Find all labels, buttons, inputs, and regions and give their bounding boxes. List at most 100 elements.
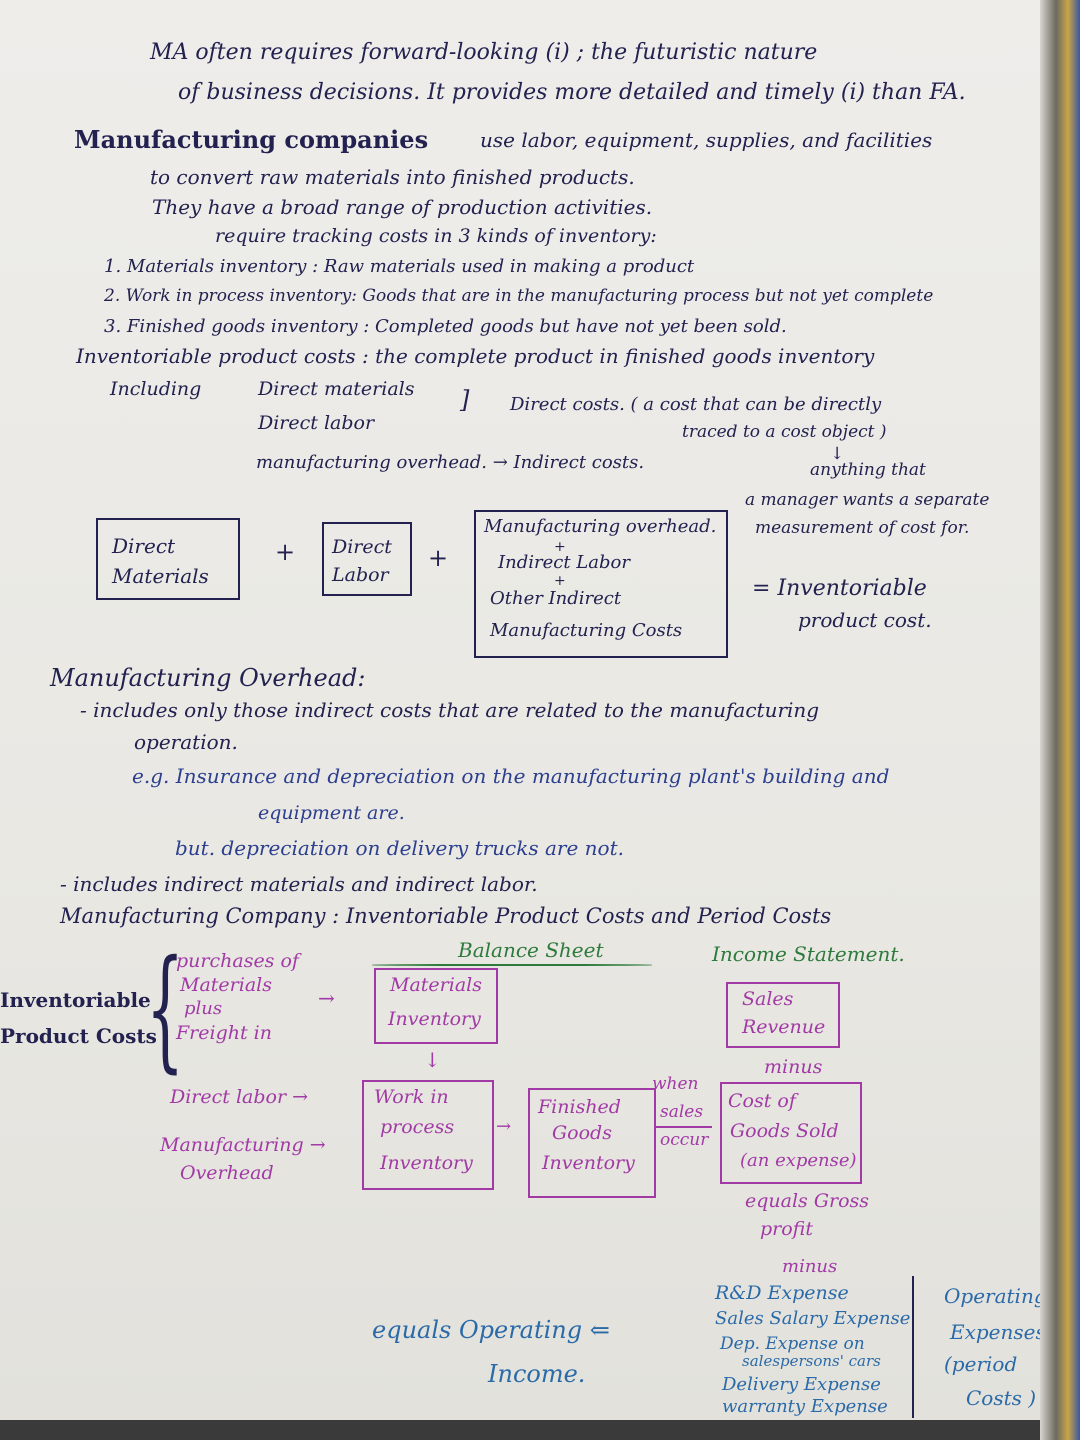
- direct-labor-box: Direct Labor: [322, 522, 412, 596]
- bracket: ]: [460, 386, 470, 414]
- balance-sheet-label: Balance Sheet: [458, 938, 604, 962]
- box-text: (an expense): [740, 1150, 857, 1171]
- box-text: +: [554, 539, 566, 555]
- expense-item: Delivery Expense: [722, 1374, 881, 1395]
- box-text: Finished: [538, 1096, 621, 1118]
- opex-label: Expenses: [950, 1320, 1046, 1344]
- minus-label: minus: [764, 1056, 823, 1078]
- expense-item: salespersons' cars: [742, 1352, 881, 1370]
- box-text: Inventory: [380, 1152, 473, 1174]
- box-text: Goods: [552, 1122, 612, 1144]
- box-text: Goods Sold: [730, 1120, 839, 1142]
- ipc-title: Inventoriable product costs : the comple…: [76, 344, 875, 368]
- box-text: Materials: [390, 974, 482, 996]
- box-text: +: [554, 573, 566, 589]
- ipc-including: Including: [110, 378, 202, 400]
- mfg-line-1: use labor, equipment, supplies, and faci…: [480, 128, 933, 152]
- finished-goods-box: Finished Goods Inventory: [528, 1088, 656, 1198]
- box-text: Revenue: [742, 1016, 826, 1038]
- desk-background: [1040, 0, 1080, 1440]
- notebook-page: MA often requires forward-looking (i) ; …: [0, 0, 1068, 1420]
- overhead-title: Manufacturing Overhead:: [50, 664, 366, 692]
- materials-inventory-box: Materials Inventory: [374, 968, 498, 1044]
- measurement: measurement of cost for.: [755, 518, 970, 538]
- bracket: [906, 1276, 914, 1418]
- equals-gross-profit: profit: [760, 1218, 813, 1240]
- overhead-example: e.g. Insurance and depreciation on the m…: [132, 764, 890, 788]
- box-text: Labor: [332, 564, 389, 586]
- ipc-direct-labor: Direct labor: [258, 412, 375, 434]
- mfg-line-4: require tracking costs in 3 kinds of inv…: [215, 225, 657, 247]
- overhead-box: Manufacturing overhead. + Indirect Labor…: [474, 510, 728, 658]
- plus-sign: +: [428, 544, 449, 572]
- box-text: Inventory: [388, 1008, 481, 1030]
- inventory-item: 1. Materials inventory : Raw materials u…: [104, 256, 695, 277]
- box-text: Direct: [112, 534, 176, 558]
- arrow-down-icon: ↓: [424, 1048, 441, 1072]
- arrow-right-icon: →: [496, 1116, 512, 1137]
- purchases: purchases of: [176, 950, 299, 972]
- side-label: Inventoriable: [0, 988, 151, 1012]
- purchases: Freight in: [176, 1022, 272, 1044]
- overhead-bullet-2: - includes indirect materials and indire…: [60, 872, 538, 896]
- mfg-heading: Manufacturing companies: [74, 125, 429, 154]
- box-text: Sales: [742, 988, 794, 1010]
- overhead-bullet-1: - includes only those indirect costs tha…: [80, 698, 820, 722]
- balance-sheet-brace: [372, 964, 652, 966]
- expense-item: Sales Salary Expense: [715, 1308, 911, 1329]
- box-text: Manufacturing overhead.: [484, 516, 717, 537]
- box-text: Work in: [374, 1086, 449, 1108]
- wip-box: Work in process Inventory: [362, 1080, 494, 1190]
- product-cost: product cost.: [798, 608, 932, 632]
- plus-sign: +: [275, 538, 296, 566]
- box-text: Cost of: [728, 1090, 796, 1112]
- brace: {: [146, 933, 185, 1087]
- ipc-direct-materials: Direct materials: [258, 378, 415, 400]
- box-text: Inventory: [542, 1152, 635, 1174]
- mfg-line-3: They have a broad range of production ac…: [152, 195, 653, 219]
- traced: traced to a cost object ): [682, 422, 887, 442]
- box-text: Other Indirect: [490, 588, 622, 609]
- opex-label: Operating: [944, 1284, 1047, 1308]
- operating-income: Income.: [488, 1360, 586, 1388]
- arrow-right-icon: →: [318, 986, 335, 1010]
- box-text: Manufacturing Costs: [490, 620, 683, 641]
- opex-label: Costs ): [966, 1386, 1037, 1410]
- purchases: Materials: [180, 974, 272, 996]
- direct-costs: Direct costs. ( a cost that can be direc…: [510, 394, 882, 415]
- manager-wants: a manager wants a separate: [745, 490, 990, 510]
- cogs-box: Cost of Goods Sold (an expense): [720, 1082, 862, 1184]
- box-text: Direct: [332, 536, 392, 558]
- mfg-line-2: to convert raw materials into finished p…: [150, 165, 635, 189]
- sales-revenue-box: Sales Revenue: [726, 982, 840, 1048]
- direct-labor: Direct labor →: [170, 1086, 309, 1108]
- intro-line-2: of business decisions. It provides more …: [178, 80, 966, 105]
- arrow-line: [656, 1126, 712, 1128]
- equals-inventoriable: = Inventoriable: [752, 576, 927, 601]
- box-text: process: [380, 1116, 455, 1138]
- inventory-item: 2. Work in process inventory: Goods that…: [104, 286, 934, 306]
- ipc-moh: manufacturing overhead. → Indirect costs…: [256, 452, 645, 473]
- opex-label: (period: [944, 1352, 1018, 1376]
- overhead-but: but. depreciation on delivery trucks are…: [175, 836, 624, 860]
- moh: Overhead: [180, 1162, 274, 1184]
- arrow-down-icon: ↓: [830, 444, 845, 464]
- overhead-bullet-1b: operation.: [134, 730, 238, 754]
- side-label: Product Costs: [0, 1024, 157, 1048]
- box-text: Indirect Labor: [498, 552, 630, 573]
- expense-item: Dep. Expense on: [720, 1334, 865, 1354]
- when-sales: occur: [660, 1130, 709, 1150]
- intro-line-1: MA often requires forward-looking (i) ; …: [150, 40, 818, 65]
- when-sales: sales: [660, 1102, 704, 1122]
- when-sales: when: [652, 1074, 699, 1094]
- overhead-example-2: equipment are.: [258, 802, 405, 824]
- expense-item: R&D Expense: [715, 1282, 849, 1304]
- minus-label: minus: [782, 1256, 838, 1277]
- operating-income: equals Operating ⇐: [372, 1316, 610, 1344]
- purchases: plus: [184, 998, 223, 1019]
- moh: Manufacturing →: [160, 1134, 326, 1156]
- direct-materials-box: Direct Materials: [96, 518, 240, 600]
- expense-item: warranty Expense: [722, 1396, 888, 1417]
- anything-that: anything that: [810, 460, 926, 480]
- box-text: Materials: [112, 564, 209, 588]
